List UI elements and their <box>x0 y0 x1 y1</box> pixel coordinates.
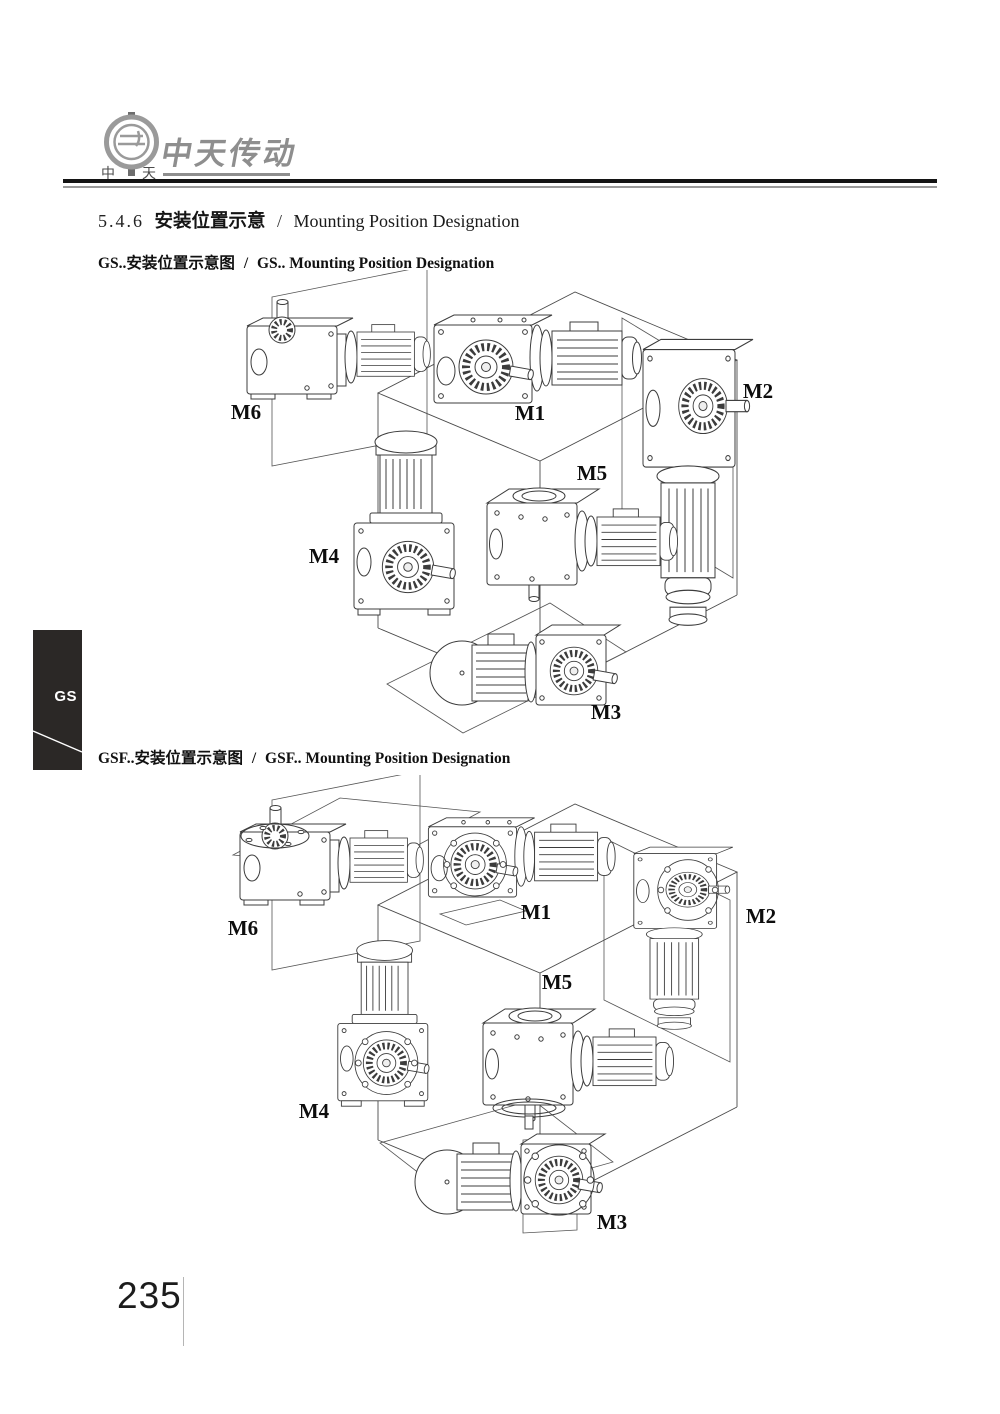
gs-position-label-m6: M6 <box>231 400 261 424</box>
section-title-en: Mounting Position Designation <box>293 211 520 231</box>
gs-position-label-m4: M4 <box>309 544 340 568</box>
gsf-m5-bottom-flange <box>492 1098 566 1130</box>
gsf-gearmotor-m5-drawing <box>483 1008 674 1122</box>
gsf-plane-left <box>271 775 421 971</box>
gsf-heading-en: GSF.. Mounting Position Designation <box>265 750 511 767</box>
sidebar-tab-label: GS <box>54 688 77 705</box>
gsf-position-label-m6: M6 <box>228 916 258 940</box>
gsf-diagram-heading: GSF..安装位置示意图 / GSF.. Mounting Position D… <box>98 746 510 768</box>
page-title: 5.4.6 安装位置示意 / Mounting Position Designa… <box>98 207 520 233</box>
section-number: 5.4.6 <box>98 211 144 231</box>
gsf-position-label-m2: M2 <box>746 904 776 928</box>
gsf-position-label-m3: M3 <box>597 1210 627 1234</box>
gsf-gearmotor-m2-drawing <box>634 847 733 1029</box>
header-rule-gray <box>63 185 937 188</box>
gs-heading-separator: / <box>243 255 249 272</box>
gs-gearmotor-m3-drawing <box>430 625 620 705</box>
emblem-char-left: 中 <box>101 166 115 182</box>
gs-position-label-m5: M5 <box>577 461 607 485</box>
gsf-heading-zh: GSF..安装位置示意图 <box>98 750 243 767</box>
gs-position-label-m2: M2 <box>743 379 773 403</box>
section-title-zh: 安装位置示意 <box>154 211 266 232</box>
gsf-position-label-m4: M4 <box>299 1099 330 1123</box>
page-number: 235 <box>117 1275 182 1316</box>
gsf-m6-top-flange <box>240 823 310 849</box>
sidebar-tab-gs: GS <box>33 630 82 770</box>
gsf-position-label-m5: M5 <box>542 970 572 994</box>
gsf-mounting-diagram: M6 M1 M2 M4 M5 M3 <box>228 775 776 1234</box>
emblem-char-right: 天 <box>142 166 156 182</box>
gsf-position-label-m1: M1 <box>521 900 551 924</box>
gsf-heading-separator: / <box>251 750 257 767</box>
sidebar-tab-diagonal <box>33 730 82 753</box>
gs-gearmotor-m6-drawing <box>247 300 430 400</box>
header-rule-black <box>63 179 937 183</box>
gs-plane-bottom <box>386 602 627 734</box>
gs-gearmotor-m5-drawing <box>487 488 678 602</box>
gs-gearmotor-m2-drawing <box>643 339 753 625</box>
gsf-shelf-under-m1 <box>438 899 528 926</box>
gsf-gearmotor-m4-drawing <box>338 941 430 1107</box>
brand-emblem: 中 天 <box>101 112 159 182</box>
footer-divider-line <box>183 1277 184 1346</box>
gs-position-label-m1: M1 <box>515 401 545 425</box>
emblem-glyph-icon <box>118 130 145 147</box>
gs-heading-zh: GS..安装位置示意图 <box>98 255 235 272</box>
brand-underline <box>163 173 290 176</box>
gs-gearmotor-m1-drawing <box>434 315 642 403</box>
brand-name: 中天传动 <box>158 136 301 172</box>
gsf-gearmotor-m6-drawing <box>240 806 423 906</box>
gs-mounting-diagram: M6 M1 M2 M4 M5 M3 <box>231 270 773 734</box>
gs-gearmotor-m4-drawing <box>354 431 456 615</box>
gs-heading-en: GS.. Mounting Position Designation <box>257 255 495 272</box>
gs-diagram-heading: GS..安装位置示意图 / GS.. Mounting Position Des… <box>98 251 494 273</box>
title-separator: / <box>277 211 283 231</box>
gs-position-label-m3: M3 <box>591 700 621 724</box>
gsf-gearmotor-m3-drawing <box>415 1134 605 1214</box>
